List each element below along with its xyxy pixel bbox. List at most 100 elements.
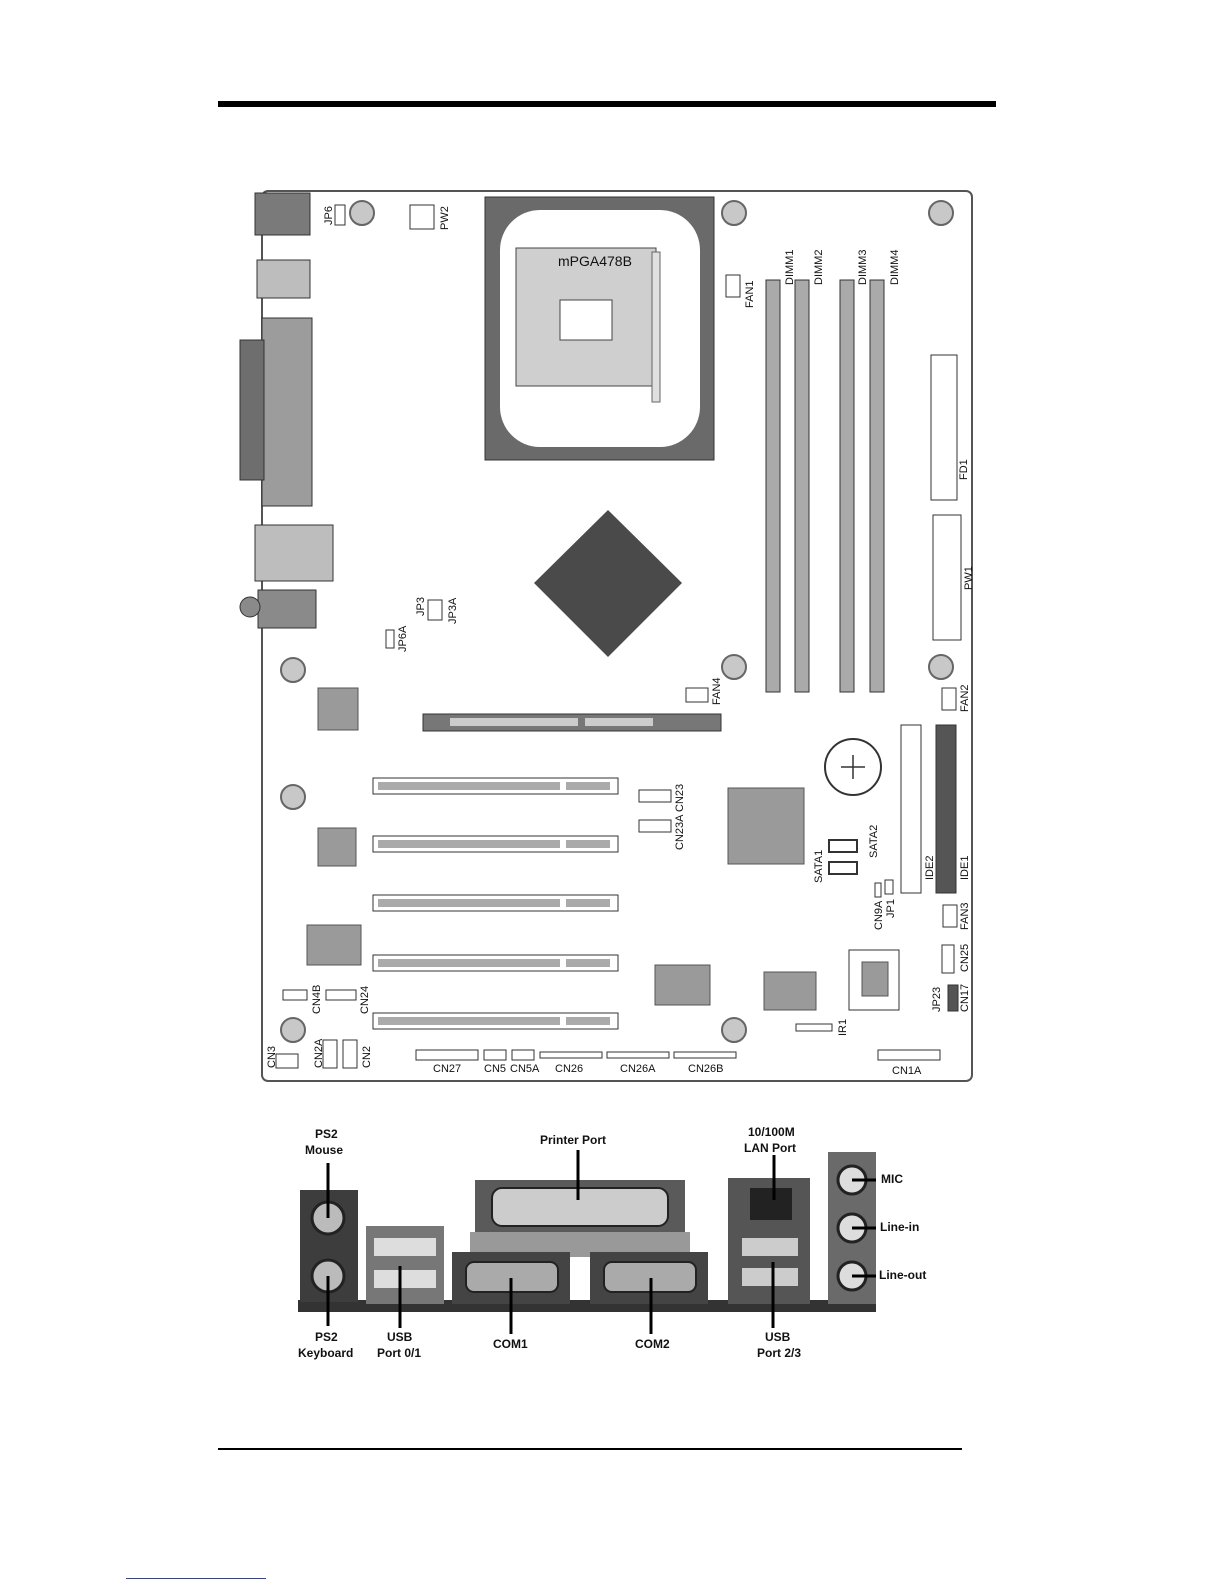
cn5a-label: CN5A xyxy=(510,1063,540,1075)
mount-hole xyxy=(280,657,306,683)
sata1-label: SATA1 xyxy=(813,850,825,883)
cn23-label: CN23 xyxy=(674,784,686,812)
dimm-slot xyxy=(794,279,810,693)
mount-hole xyxy=(349,200,375,226)
cn9a-jumper xyxy=(874,882,882,898)
jp1-jumper xyxy=(884,879,894,895)
io-audio-jack xyxy=(239,596,261,618)
cn1a-label: CN1A xyxy=(892,1065,922,1077)
dimm-slot xyxy=(839,279,855,693)
jp6a-jumper xyxy=(385,629,395,649)
chip xyxy=(306,924,362,966)
dimm1-label: DIMM1 xyxy=(784,250,796,285)
cn27-header xyxy=(415,1049,479,1061)
cn1a-header xyxy=(877,1049,941,1061)
ps2-keyboard-label-2: Keyboard xyxy=(298,1346,353,1360)
chip xyxy=(317,827,357,867)
cn25-label: CN25 xyxy=(959,944,971,972)
cn4b-label: CN4B xyxy=(311,985,323,1014)
cn23a-label: CN23A xyxy=(674,814,686,850)
ide2-label: IDE2 xyxy=(924,856,936,880)
cn2-label: CN2 xyxy=(361,1046,373,1068)
usb01-block xyxy=(366,1226,444,1304)
chip xyxy=(763,971,817,1011)
ps2-keyboard-label-1: PS2 xyxy=(315,1330,338,1344)
pw2-connector xyxy=(409,204,435,230)
io-printer-block xyxy=(261,317,313,507)
fan1-header xyxy=(725,274,741,298)
cpu-socket: mPGA478B xyxy=(484,196,715,461)
dimm3-label: DIMM3 xyxy=(857,250,869,285)
mount-hole xyxy=(928,200,954,226)
io-usb-block xyxy=(256,259,311,299)
fan2-label: FAN2 xyxy=(959,684,971,712)
cn25-header xyxy=(941,944,955,974)
header-rule xyxy=(218,101,996,107)
leader-lines xyxy=(326,1150,876,1334)
cn2a-label: CN2A xyxy=(313,1038,325,1068)
cn2a-header xyxy=(322,1039,338,1069)
mount-hole xyxy=(280,1017,306,1043)
ide1-label: IDE1 xyxy=(959,856,971,880)
cn2-header xyxy=(342,1039,358,1069)
mount-hole xyxy=(928,654,954,680)
com1-label: COM1 xyxy=(493,1337,528,1351)
cn17-header xyxy=(947,984,959,1012)
ide2-connector xyxy=(900,724,922,894)
io-lan-block xyxy=(254,524,334,582)
fan4-header xyxy=(685,687,709,703)
ir1-header xyxy=(795,1023,833,1032)
pw1-connector xyxy=(932,514,962,641)
cn5-label: CN5 xyxy=(484,1063,506,1075)
cn26b-header xyxy=(673,1051,737,1059)
cn26a-header xyxy=(606,1051,670,1059)
dimm4-label: DIMM4 xyxy=(889,250,901,285)
dimm-slot xyxy=(765,279,781,693)
cn3-header xyxy=(275,1053,299,1069)
line-out-label: Line-out xyxy=(879,1268,926,1282)
cn26-header xyxy=(539,1051,603,1059)
usb01-label-2: Port 0/1 xyxy=(377,1346,421,1360)
mic-label: MIC xyxy=(881,1172,903,1186)
cn17-label: CN17 xyxy=(959,984,971,1012)
mount-holes xyxy=(280,200,954,1043)
dimm-slots xyxy=(765,279,885,693)
cn3-label: CN3 xyxy=(266,1046,278,1068)
jp3-label: JP3 xyxy=(415,597,427,616)
printer-port-label: Printer Port xyxy=(540,1133,606,1147)
jp6-jumper xyxy=(334,204,346,226)
chip xyxy=(654,964,711,1006)
cn26b-label: CN26B xyxy=(688,1063,723,1075)
socket-label: mPGA478B xyxy=(558,253,632,269)
jp3a-label: JP3A xyxy=(447,597,459,624)
cn23a-header xyxy=(638,819,672,833)
io-audio-block xyxy=(257,589,317,629)
io-printer-flange xyxy=(239,339,265,481)
fd1-connector xyxy=(930,354,958,501)
com2-label: COM2 xyxy=(635,1337,670,1351)
mount-hole xyxy=(721,200,747,226)
pw1-label: PW1 xyxy=(963,566,975,590)
fan1-label: FAN1 xyxy=(744,280,756,308)
pw2-label: PW2 xyxy=(439,206,451,230)
jp23-label: JP23 xyxy=(931,987,943,1012)
mount-hole xyxy=(280,784,306,810)
cn26-label: CN26 xyxy=(555,1063,583,1075)
usb01-label-1: USB xyxy=(387,1330,413,1344)
fan3-header xyxy=(942,904,958,928)
usb23-label-1: USB xyxy=(765,1330,791,1344)
fan4-label: FAN4 xyxy=(711,677,723,705)
jp6a-label: JP6A xyxy=(397,625,409,652)
io-panel-photo xyxy=(298,1152,876,1312)
cn5a-header xyxy=(511,1049,535,1061)
chip xyxy=(317,687,359,731)
footnote-rule xyxy=(126,1578,266,1579)
cn9a-label: CN9A xyxy=(873,900,885,930)
cn24-header xyxy=(325,989,357,1001)
cn27-label: CN27 xyxy=(433,1063,461,1075)
usb23-label-2: Port 2/3 xyxy=(757,1346,801,1360)
sata1-connector xyxy=(828,861,858,875)
footer-rule xyxy=(218,1448,962,1450)
cn24-label: CN24 xyxy=(359,986,371,1014)
